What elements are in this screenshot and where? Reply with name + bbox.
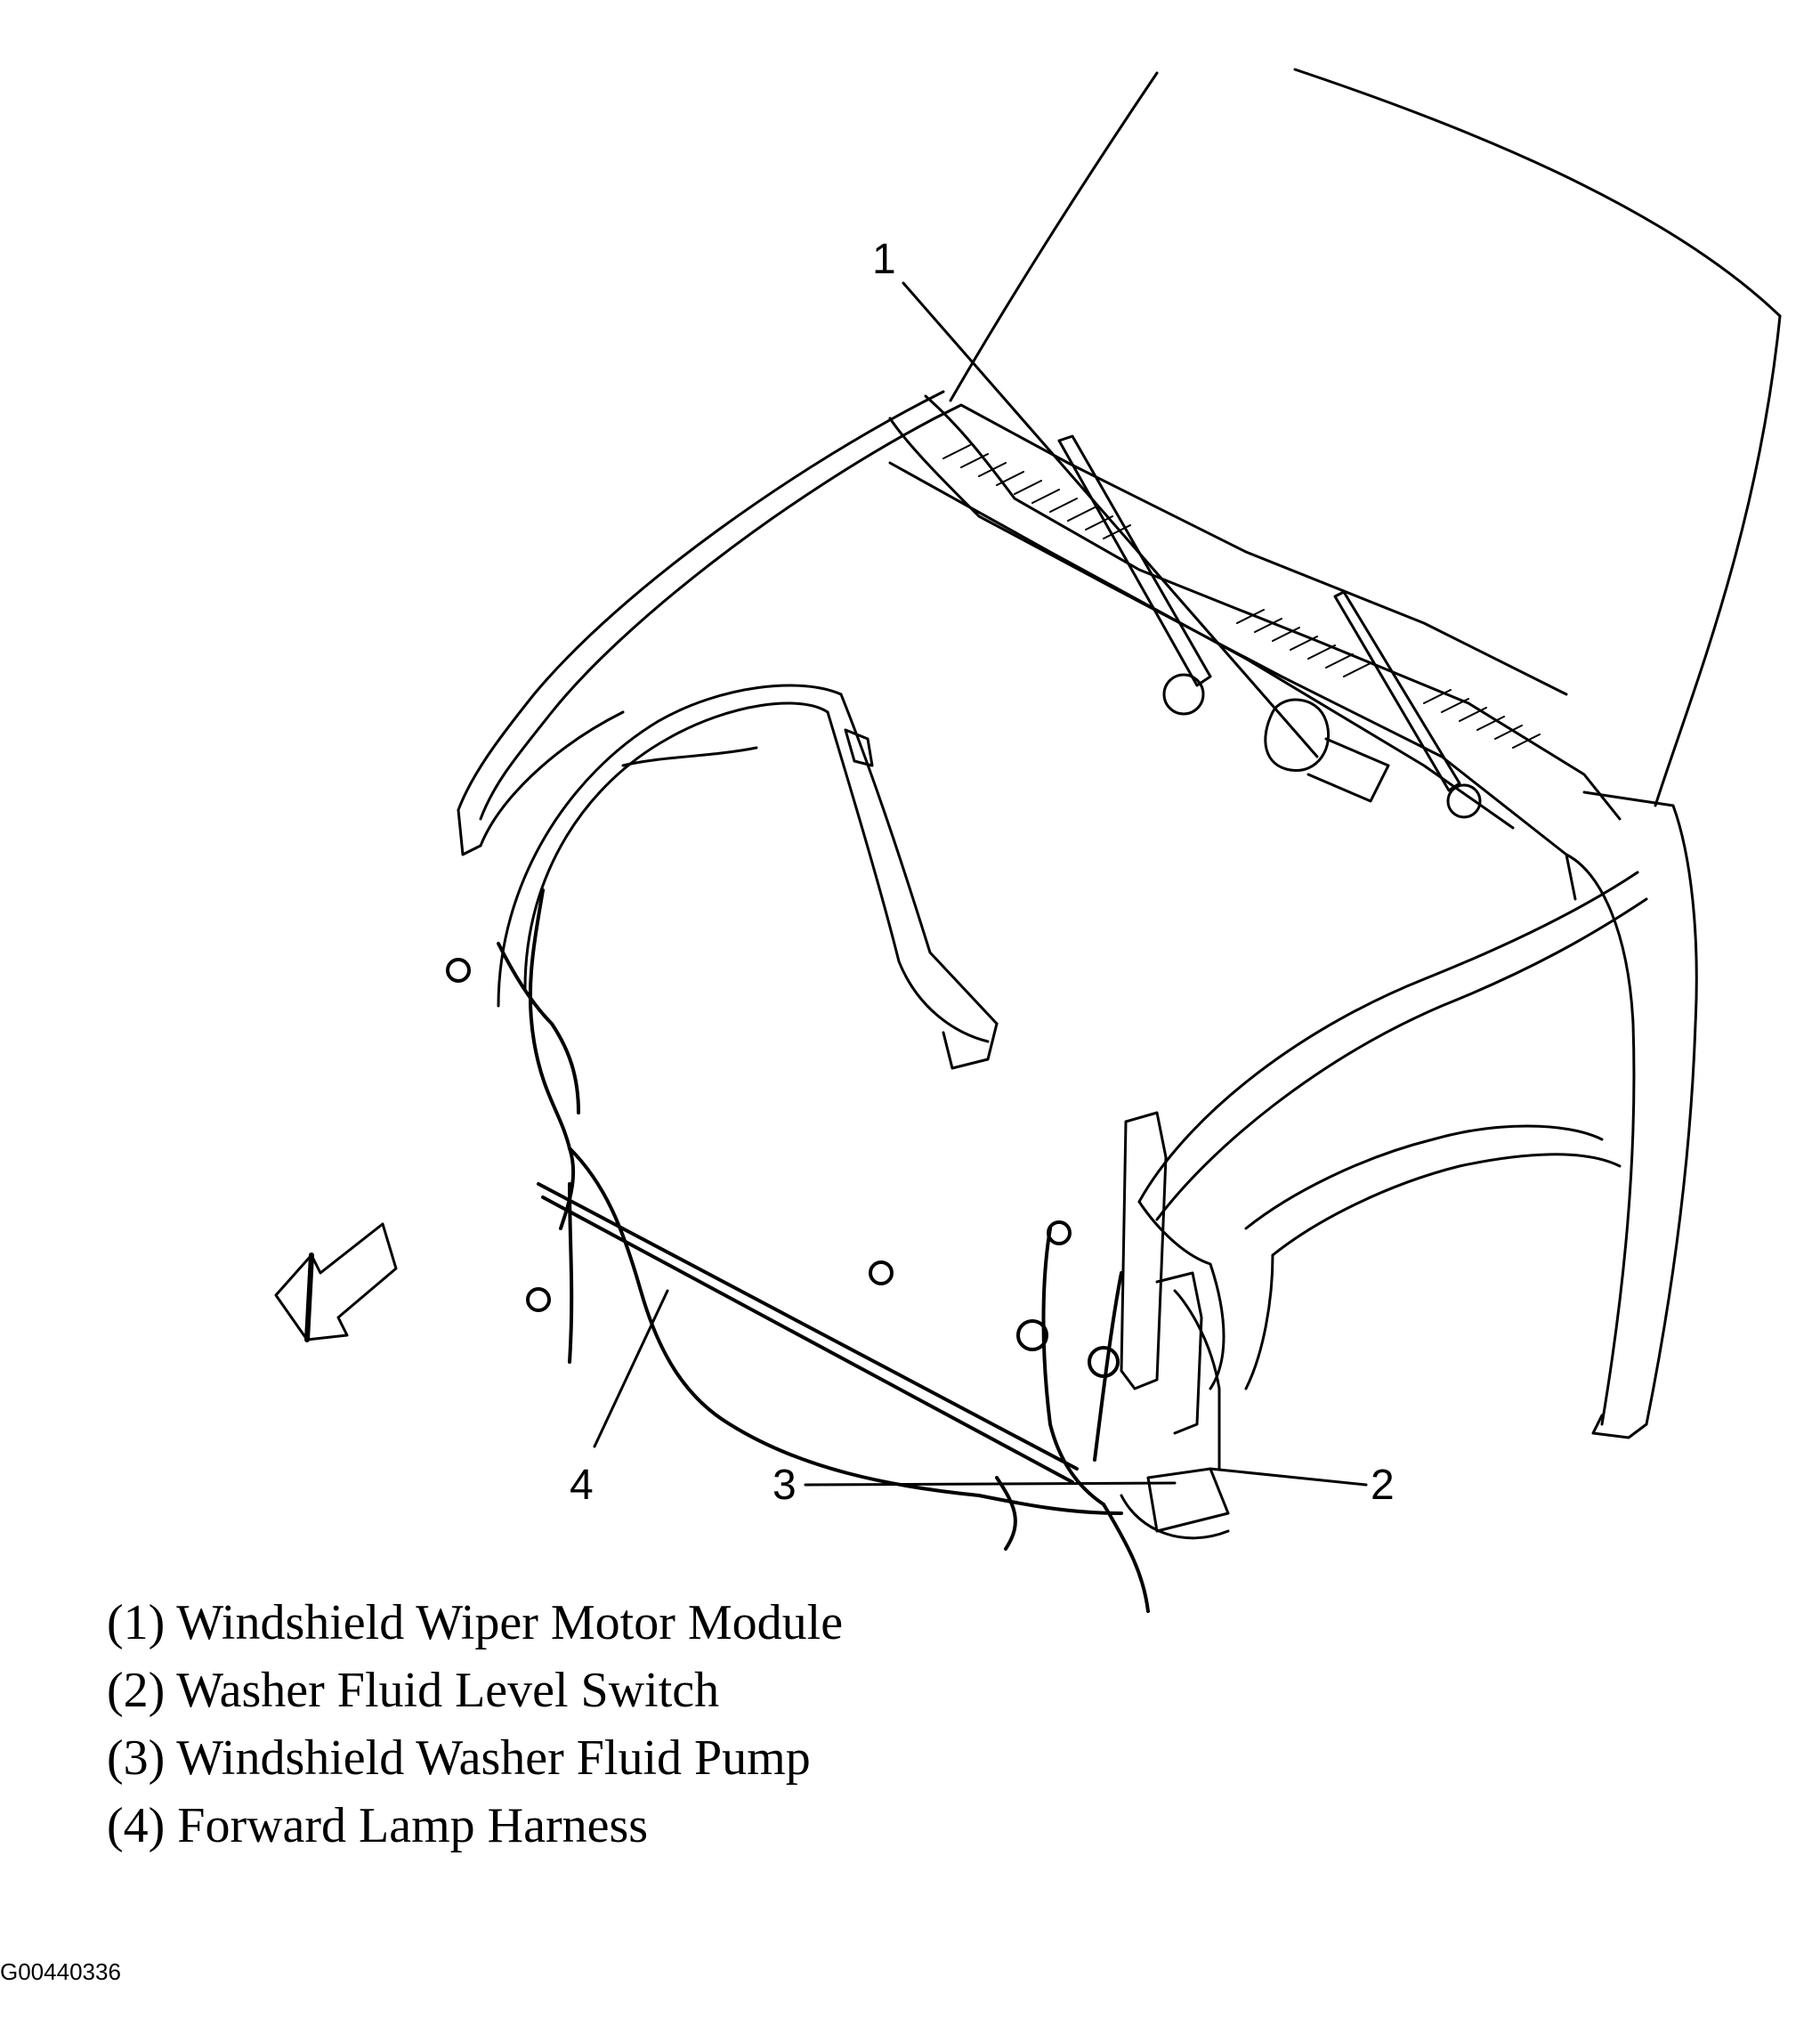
legend-item-3: (3) Windshield Washer Fluid Pump: [107, 1730, 811, 1786]
windshield-outline: [949, 68, 1782, 807]
callout-4: 4: [570, 1462, 594, 1509]
wiper-arms: [1057, 434, 1482, 819]
callout-1: 1: [872, 236, 896, 283]
callout-leader-lines: [593, 281, 1368, 1487]
callout-3: 3: [772, 1462, 797, 1509]
left-fender: [457, 390, 999, 1070]
forward-arrow-icon: [274, 1222, 398, 1342]
legend-item-4: (4) Forward Lamp Harness: [107, 1798, 649, 1853]
figure-id: G00440336: [0, 1958, 121, 1985]
washer-reservoir: [1120, 1111, 1230, 1540]
callout-2: 2: [1371, 1462, 1395, 1509]
right-fender: [1137, 790, 1698, 1439]
wiper-motor-module: [1264, 698, 1390, 803]
legend: (1) Windshield Wiper Motor Module (2) Wa…: [107, 1589, 843, 1860]
cowl-panel: [888, 394, 1622, 901]
legend-item-2: (2) Washer Fluid Level Switch: [107, 1663, 720, 1718]
forward-lamp-harness: [446, 888, 1150, 1613]
legend-item-1: (1) Windshield Wiper Motor Module: [107, 1595, 844, 1650]
